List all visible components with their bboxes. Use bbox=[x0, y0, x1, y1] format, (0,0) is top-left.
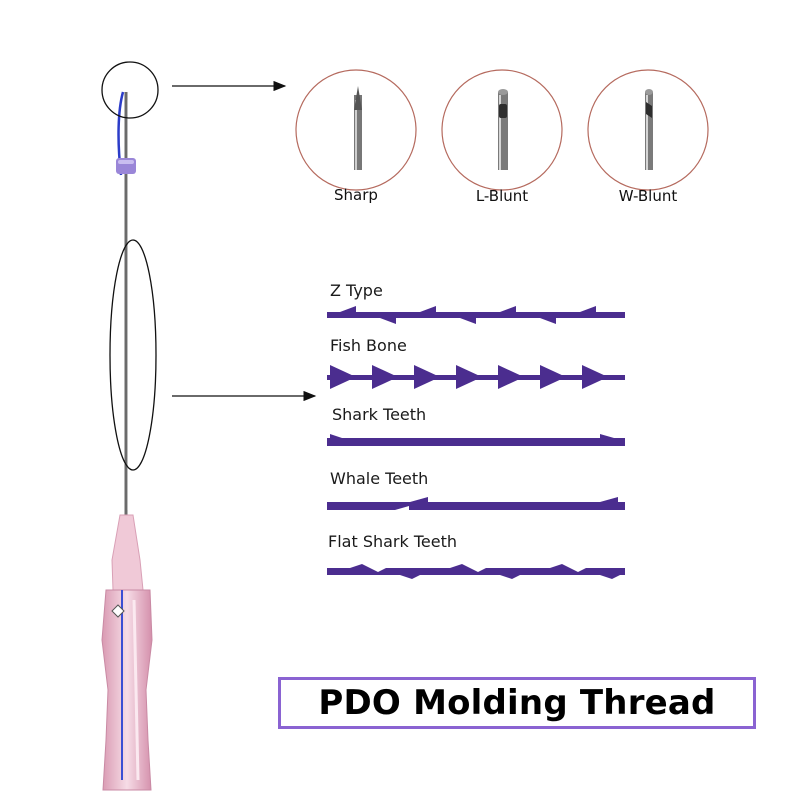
sharp-bevel-icon bbox=[354, 86, 362, 110]
handle-hub bbox=[111, 514, 144, 591]
w-blunt-port-icon bbox=[646, 102, 652, 118]
handle-diamond bbox=[111, 604, 125, 618]
tip-l-blunt bbox=[441, 69, 563, 191]
thread-label-fish-bone: Fish Bone bbox=[330, 336, 407, 355]
thread-label-flat-shark-teeth: Flat Shark Teeth bbox=[328, 532, 457, 551]
title-box: PDO Molding Thread bbox=[278, 677, 756, 729]
handle-ridge bbox=[132, 599, 140, 781]
tip-callout-circle bbox=[101, 61, 159, 119]
thread-shark-teeth bbox=[327, 433, 625, 451]
l-blunt-port-icon bbox=[499, 104, 507, 118]
thread-callout-ellipse bbox=[109, 239, 157, 471]
handle-body bbox=[101, 589, 153, 791]
tip-label-l-blunt: L-Blunt bbox=[475, 187, 529, 205]
tip-sharp bbox=[295, 69, 417, 191]
tip-w-blunt bbox=[587, 69, 709, 191]
thread-flat-shark-teeth bbox=[327, 564, 625, 579]
tip-label-sharp: Sharp bbox=[334, 186, 378, 204]
needle-band-shine bbox=[118, 160, 134, 164]
thread-label-whale-teeth: Whale Teeth bbox=[330, 469, 429, 488]
thread-z-type bbox=[327, 306, 625, 324]
thread-fish-bone bbox=[327, 365, 625, 389]
thread-label-shark-teeth: Shark Teeth bbox=[332, 405, 427, 424]
thread-whale-teeth bbox=[327, 497, 625, 510]
needle-handle bbox=[101, 514, 153, 791]
cannula bbox=[116, 91, 136, 515]
thread-label-z-type: Z Type bbox=[330, 281, 383, 300]
page-title: PDO Molding Thread bbox=[318, 683, 716, 723]
tip-label-w-blunt: W-Blunt bbox=[618, 187, 678, 205]
